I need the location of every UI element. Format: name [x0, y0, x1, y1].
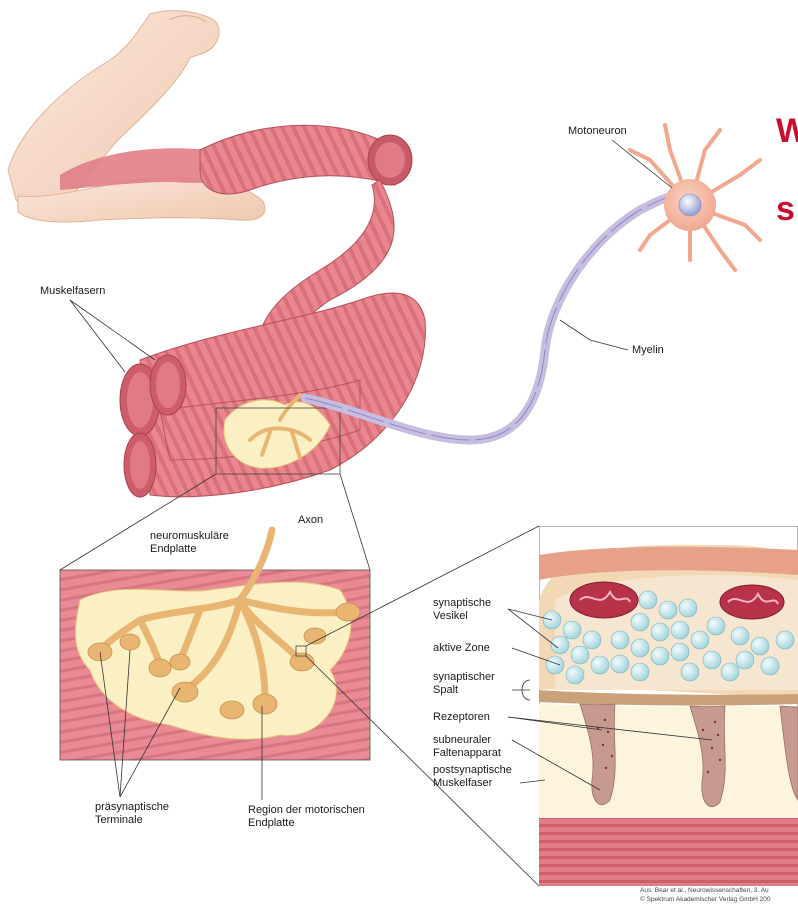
label-region-2: Endplatte	[248, 817, 294, 830]
label-terminale-1: präsynaptische	[95, 801, 169, 814]
muscle-fibre-bundle	[120, 293, 425, 497]
label-endplatte-2: Endplatte	[150, 543, 196, 556]
label-spalt-1: synaptischer	[433, 671, 495, 684]
label-endplatte-1: neuromuskuläre	[150, 530, 229, 543]
label-rezeptoren: Rezeptoren	[433, 711, 490, 724]
title-fragment-1: W	[776, 112, 798, 151]
label-region-1: Region der motorischen	[248, 804, 365, 817]
label-axon: Axon	[298, 514, 323, 527]
endplate-magnified-panel	[60, 530, 370, 760]
label-vesikel-2: Vesikel	[433, 610, 468, 623]
credit-line-2: © Spektrum Akademischer Verlag GmbH 200	[640, 895, 771, 904]
label-terminale-2: Terminale	[95, 814, 143, 827]
label-falten-2: Faltenapparat	[433, 747, 501, 760]
mitochondrion-1	[570, 582, 638, 618]
title-fragment-2: s	[776, 190, 795, 229]
synapse-detail-panel	[539, 526, 798, 886]
label-spalt-2: Spalt	[433, 684, 458, 697]
label-motoneuron: Motoneuron	[568, 125, 627, 138]
label-falten-1: subneuraler	[433, 734, 491, 747]
mitochondrion-2	[720, 585, 784, 619]
motoneuron-cell	[630, 125, 760, 270]
credit-line-1: Aus: Bear et al., Neurowissenschaften, 3…	[640, 886, 769, 895]
label-muskelfaser-1: postsynaptische	[433, 764, 512, 777]
label-muskelfaser-2: Muskelfaser	[433, 777, 492, 790]
motoneuron-nucleus	[679, 194, 701, 216]
label-myelin: Myelin	[632, 344, 664, 357]
label-vesikel-1: synaptische	[433, 597, 491, 610]
label-aktive-zone: aktive Zone	[433, 642, 490, 655]
label-muskelfasern: Muskelfasern	[40, 285, 105, 298]
